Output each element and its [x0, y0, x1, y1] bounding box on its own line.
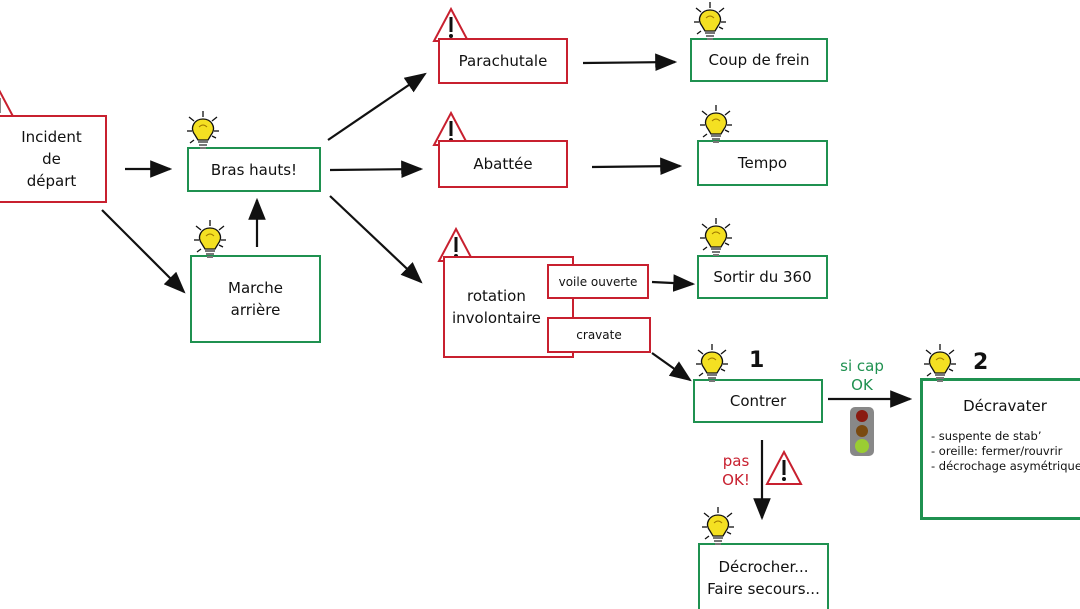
- step-number: 2: [973, 350, 989, 375]
- node-text: départ: [26, 172, 77, 190]
- node-coup-de-frein: Coup de frein: [690, 38, 828, 82]
- node-tempo: Tempo: [697, 140, 828, 186]
- node-text: arrière: [230, 301, 281, 319]
- node-incident: Incident de départ: [0, 115, 107, 203]
- node-text: Tempo: [737, 154, 788, 172]
- node-sortir-360: Sortir du 360: [697, 255, 828, 299]
- list-item: - décrochage asymétrique: [931, 459, 1080, 473]
- list-item: - suspente de stab’: [931, 429, 1042, 443]
- traffic-light-icon: [850, 407, 874, 456]
- node-text: de: [42, 150, 61, 168]
- edge-label-pas-ok: pas OK!: [716, 452, 756, 490]
- arrow-voile-sortir: [651, 274, 696, 292]
- edge-label-line: pas: [722, 452, 750, 470]
- arrow-bras-rotation: [329, 195, 423, 284]
- arrow-abattee-tempo: [591, 157, 683, 176]
- decravater-list: - suspente de stab’ - oreille: fermer/ro…: [923, 429, 1080, 474]
- node-text: Contrer: [729, 392, 787, 410]
- node-decravater: Décravater - suspente de stab’ - oreille…: [920, 378, 1080, 520]
- node-text: involontaire: [452, 309, 541, 327]
- node-decrocher: Décrocher... Faire secours...: [698, 543, 829, 609]
- node-text: Abattée: [473, 155, 533, 173]
- edge-label-line: OK: [851, 376, 873, 394]
- node-text: Décravater: [963, 397, 1047, 415]
- node-text: Incident: [21, 128, 82, 146]
- node-cravate: cravate: [547, 317, 651, 353]
- step-number: 1: [749, 348, 765, 373]
- arrows: [101, 53, 913, 521]
- warning-triangle-icon: [766, 451, 802, 485]
- node-text: voile ouverte: [558, 274, 638, 289]
- node-voile-ouverte: voile ouverte: [547, 264, 649, 299]
- node-text: rotation: [467, 287, 526, 305]
- node-text: Parachutale: [458, 52, 548, 70]
- node-parachutale: Parachutale: [438, 38, 568, 84]
- node-abattee: Abattée: [438, 140, 568, 188]
- arrow-cravate-contrer: [651, 352, 692, 382]
- node-text: Marche: [228, 279, 283, 297]
- node-bras-hauts: Bras hauts!: [187, 147, 321, 192]
- node-text: Bras hauts!: [210, 160, 298, 179]
- arrow-parachutale-frein: [582, 53, 678, 72]
- edge-label-si-cap-ok: si cap OK: [832, 357, 892, 395]
- node-marche-arriere: Marche arrière: [190, 255, 321, 343]
- arrow-incident-marche: [101, 209, 186, 294]
- node-text: cravate: [576, 328, 622, 342]
- warning-triangle-icon: [433, 8, 469, 42]
- node-text: Faire secours...: [707, 580, 820, 598]
- edge-label-line: si cap: [840, 357, 884, 375]
- list-item: - oreille: fermer/rouvrir: [931, 444, 1063, 458]
- arrow-bras-parachutale: [327, 72, 427, 141]
- node-text: Coup de frein: [708, 51, 810, 69]
- node-text: Décrocher...: [718, 558, 809, 576]
- node-contrer: Contrer: [693, 379, 823, 423]
- edge-label-line: OK!: [722, 471, 750, 489]
- arrow-bras-abattee: [329, 160, 424, 179]
- node-text: Sortir du 360: [713, 268, 812, 286]
